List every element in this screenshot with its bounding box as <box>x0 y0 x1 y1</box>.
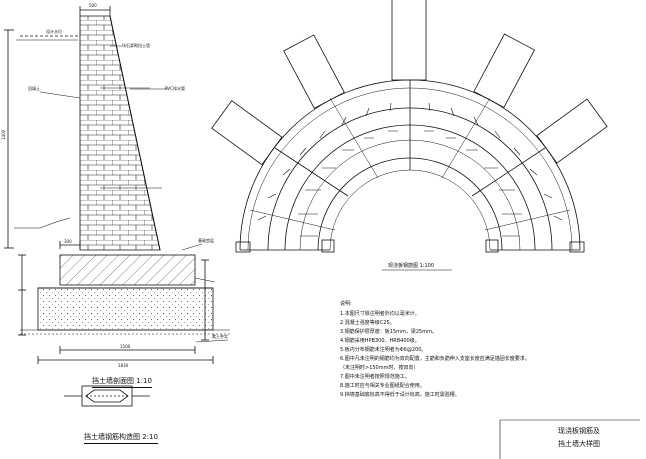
note-item: 8.施工时应与相关专业图纸配合使用。 <box>340 383 425 389</box>
label-base-layer: 素土夯实 <box>212 334 228 339</box>
label-water-level: 设计水位 <box>46 29 62 34</box>
note-item: 4.钢筋采用HPB300、HRB400级。 <box>340 338 420 344</box>
title-block-line2: 挡土墙大样图 <box>558 440 600 448</box>
note-item: 7.图中未注明者按照规范施工。 <box>340 374 410 380</box>
caption-slab-plan: 现浇板钢筋图 1:100 <box>388 263 434 269</box>
notes-heading: 说明: <box>340 301 352 307</box>
caption-rebar-detail: 挡土墙钢筋构造图 2:10 <box>84 432 158 444</box>
note-item: 6.图中凡未注明的钢筋均为双向配置，主筋和负筋伸入支座长度应满足锚固长度要求。 <box>340 356 530 362</box>
dim-top-width: 500 <box>89 3 97 8</box>
label-drain: PVC排水管 <box>165 86 185 91</box>
note-item: 2.混凝土强度等级C25。 <box>340 320 395 326</box>
note-item: 3.钢筋保护层厚度：板15mm，梁25mm。 <box>340 329 437 335</box>
note-item: 1.本图尺寸除注明者外均以毫米计。 <box>340 311 420 317</box>
note-item: 5.板内分布钢筋未注明者为Φ6@200。 <box>340 347 427 353</box>
dim-base-total: 1500 <box>120 344 131 349</box>
rebar-detail-figure <box>64 385 150 407</box>
label-stone-face: 块石浆砌挡土墙 <box>122 43 150 48</box>
label-footing-note: 基础垫层 <box>198 238 214 243</box>
retaining-wall-section <box>4 6 230 364</box>
label-backfill: 回填土 <box>28 86 40 91</box>
slab-plan-arc <box>211 0 608 271</box>
dim-wall-height: 1400 <box>1 129 6 140</box>
caption-wall-section: 挡土墙剖面图 1:10 <box>92 376 152 388</box>
title-block-line1: 现浇板钢筋及 <box>558 427 600 435</box>
dim-base-offset: 300 <box>64 239 72 244</box>
dim-footing-total: 1830 <box>118 363 129 368</box>
title-block-frame <box>499 419 640 459</box>
note-item: （未注明时>150mm时，按双向） <box>340 365 419 371</box>
note-item: 9.挡墙基础底标高不得低于设计标高，施工时需验槽。 <box>340 392 460 398</box>
